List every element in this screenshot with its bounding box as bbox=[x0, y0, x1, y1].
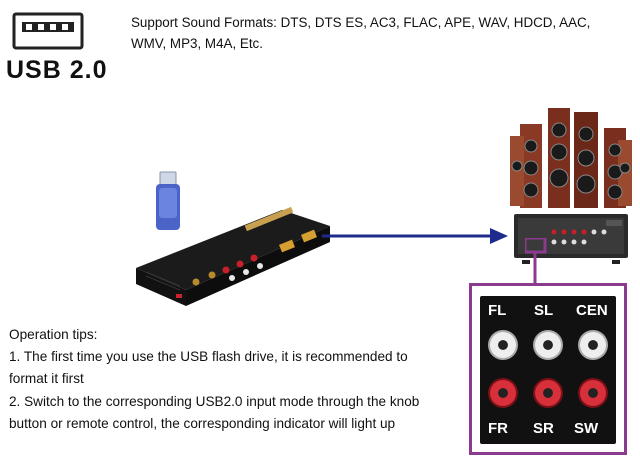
audio-decoder-device-image bbox=[136, 206, 330, 306]
operation-tips: Operation tips: 1. The first time you us… bbox=[9, 324, 469, 435]
output-jack-panel: FL SL CEN FR SR SW bbox=[469, 283, 627, 455]
usb-port-icon bbox=[12, 12, 84, 50]
label-sl: SL bbox=[534, 302, 554, 319]
label-cen: CEN bbox=[576, 302, 608, 319]
speaker-system-image bbox=[510, 108, 632, 264]
jack-panel-plate: FL SL CEN FR SR SW bbox=[480, 296, 616, 444]
jack-fr-red bbox=[488, 378, 518, 408]
jack-cen-white bbox=[578, 330, 608, 360]
label-fl: FL bbox=[488, 302, 507, 319]
jack-fl-white bbox=[488, 330, 518, 360]
label-sr: SR bbox=[533, 420, 554, 437]
label-sw: SW bbox=[574, 420, 599, 437]
tip-line-2: format it first bbox=[9, 371, 84, 387]
connection-arrow bbox=[322, 228, 508, 244]
tip-line-4: button or remote control, the correspond… bbox=[9, 415, 396, 431]
tips-heading: Operation tips: bbox=[9, 327, 98, 342]
jack-sw-red bbox=[578, 378, 608, 408]
jack-sr-red bbox=[533, 378, 563, 408]
jack-sl-white bbox=[533, 330, 563, 360]
tip-line-1: 1. The first time you use the USB flash … bbox=[9, 349, 408, 365]
supported-formats-text: Support Sound Formats: DTS, DTS ES, AC3,… bbox=[131, 15, 591, 51]
usb-version-label: USB 2.0 bbox=[6, 56, 108, 84]
usb-flash-drive-image bbox=[156, 171, 180, 230]
tip-line-3: 2. Switch to the corresponding USB2.0 in… bbox=[9, 393, 420, 409]
label-fr: FR bbox=[488, 420, 508, 437]
